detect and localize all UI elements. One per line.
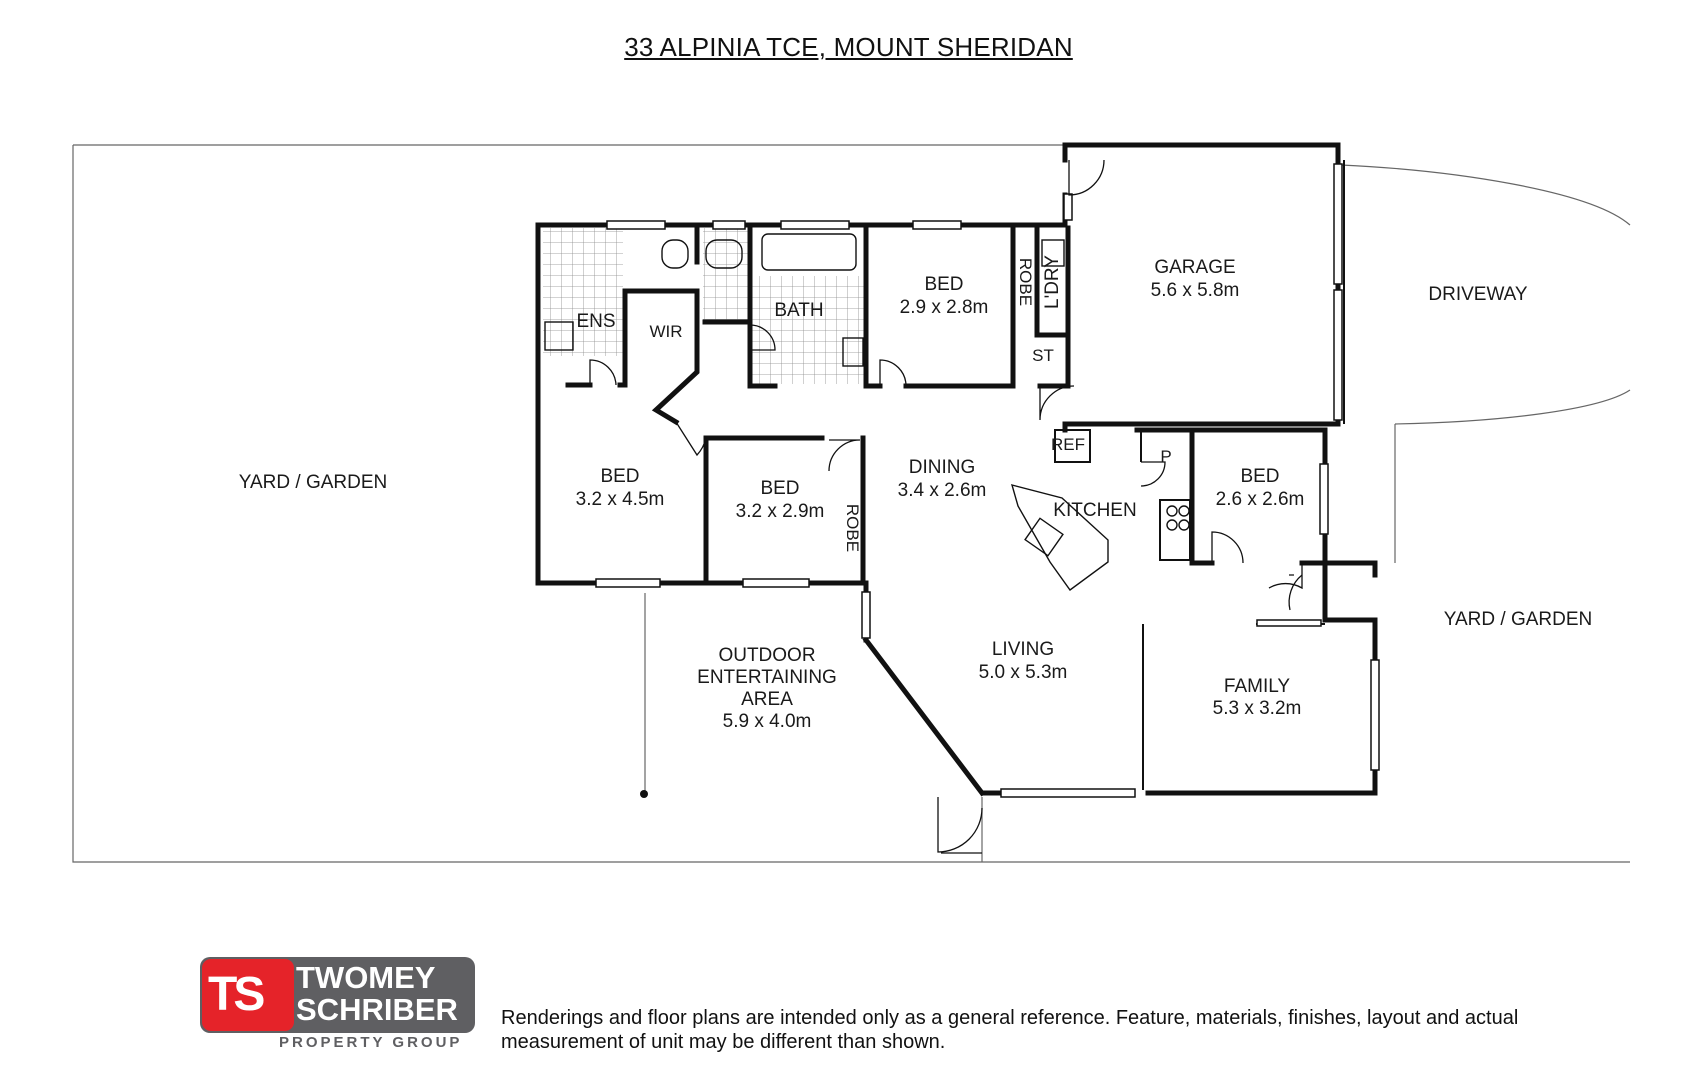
- bath-icon: [761, 233, 857, 271]
- fixtures: [544, 233, 1190, 591]
- label-outdoor-1: OUTDOOR: [718, 645, 815, 666]
- label-laundry: L'DRY: [1042, 255, 1063, 309]
- basin-icon: [842, 337, 864, 367]
- internal-partitions: [1054, 160, 1345, 790]
- label-store: ST: [1032, 346, 1054, 365]
- logo-line-1: TWOMEY: [296, 960, 436, 995]
- label-ensuite: ENS: [576, 311, 615, 332]
- windows: [595, 163, 1380, 798]
- label-robe-mid: ROBE: [843, 504, 862, 552]
- sink-icon: [1024, 517, 1064, 557]
- label-bed4-size: 2.6 x 2.6m: [1216, 489, 1305, 510]
- label-bed4-name: BED: [1240, 466, 1279, 487]
- room-labels: YARD / GARDEN ENS WIR BATH BED 2.9 x 2.8…: [239, 255, 1593, 732]
- label-kitchen: KITCHEN: [1053, 500, 1136, 521]
- logo-mark-text: TS: [208, 968, 265, 1021]
- label-wir: WIR: [649, 322, 682, 341]
- label-family-name: FAMILY: [1224, 676, 1290, 697]
- label-robe-top: ROBE: [1016, 258, 1035, 306]
- company-logo: TS TWOMEY SCHRIBER: [200, 957, 475, 1033]
- label-bed1-name: BED: [600, 466, 639, 487]
- logo-tagline: PROPERTY GROUP: [279, 1034, 463, 1051]
- plan-title: 33 ALPINIA TCE, MOUNT SHERIDAN: [624, 32, 1073, 62]
- label-outdoor-2: ENTERTAINING: [697, 667, 837, 688]
- label-bed2-name: BED: [924, 274, 963, 295]
- label-bed1-size: 3.2 x 4.5m: [576, 489, 665, 510]
- label-outdoor-size: 5.9 x 4.0m: [723, 711, 812, 732]
- tub-icon: [1041, 239, 1065, 267]
- label-living-name: LIVING: [992, 639, 1054, 660]
- toilet-icon: [705, 239, 743, 269]
- label-yard-left: YARD / GARDEN: [239, 472, 388, 493]
- doors: [589, 159, 1303, 854]
- label-garage-name: GARAGE: [1154, 257, 1235, 278]
- post-marker: [640, 790, 648, 798]
- label-living-size: 5.0 x 5.3m: [979, 662, 1068, 683]
- label-bed2-size: 2.9 x 2.8m: [900, 297, 989, 318]
- label-dining-name: DINING: [909, 457, 976, 478]
- label-family-size: 5.3 x 3.2m: [1213, 698, 1302, 719]
- label-bed3-size: 3.2 x 2.9m: [736, 501, 825, 522]
- logo-mark: TS: [202, 959, 294, 1031]
- label-pantry: P: [1160, 447, 1171, 466]
- label-ref: REF: [1051, 435, 1085, 454]
- label-bed3-name: BED: [760, 478, 799, 499]
- label-yard-right: YARD / GARDEN: [1444, 609, 1593, 630]
- label-dining-size: 3.4 x 2.6m: [898, 480, 987, 501]
- label-garage-size: 5.6 x 5.8m: [1151, 280, 1240, 301]
- label-outdoor-3: AREA: [741, 689, 793, 710]
- basin-icon: [544, 321, 574, 351]
- kitchen-bench: [1010, 484, 1109, 591]
- label-driveway: DRIVEWAY: [1428, 284, 1528, 305]
- disclaimer-text: Renderings and floor plans are intended …: [501, 1007, 1519, 1053]
- toilet-icon: [661, 239, 689, 269]
- label-bath: BATH: [774, 300, 823, 321]
- property-boundary: [72, 144, 1631, 863]
- logo-line-2: SCHRIBER: [296, 992, 458, 1027]
